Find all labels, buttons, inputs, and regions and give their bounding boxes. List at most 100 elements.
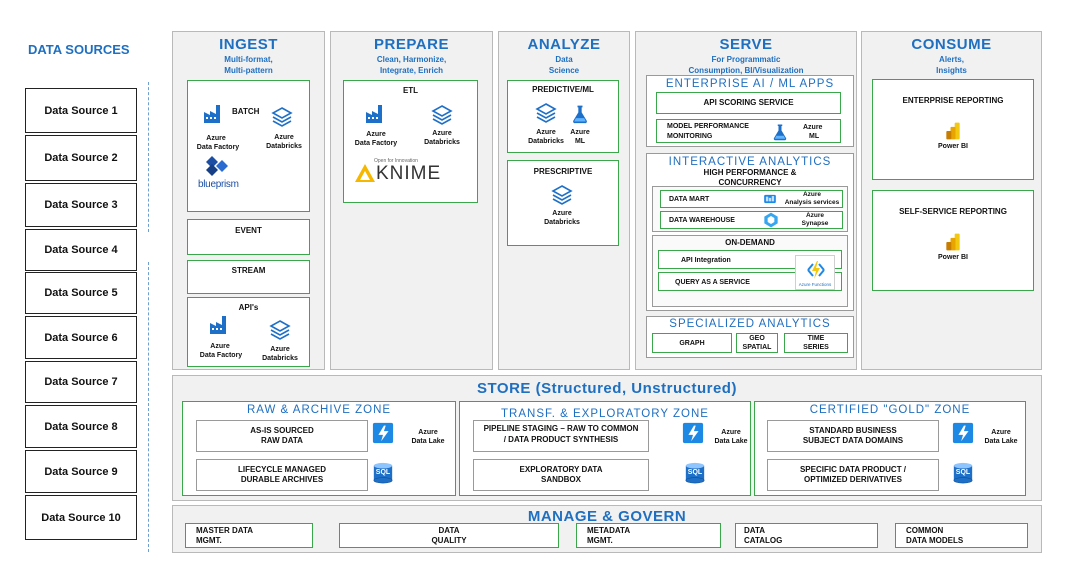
consume-subtitle-2: Insights: [936, 66, 967, 75]
serve-subtitle-2: Consumption, BI/Visualization: [688, 66, 804, 75]
data-source-box: Data Source 2: [25, 135, 137, 181]
analyze-title: ANALYZE: [527, 36, 601, 53]
model-performance-box: MODEL PERFORMANCE MONITORING Azure ML: [656, 119, 841, 143]
model-perf-label-1: MODEL PERFORMANCE: [667, 123, 749, 130]
predictive-dbx-label-2: Databricks: [528, 138, 564, 145]
on-demand-label: ON-DEMAND: [725, 238, 775, 247]
govern-item-label-2: CATALOG: [744, 536, 783, 545]
model-perf-ml-label-1: Azure: [803, 124, 823, 131]
predictive-label: PREDICTIVE/ML: [532, 85, 594, 94]
apis-dbx-label-2: Databricks: [262, 355, 298, 362]
analyze-subtitle-1: Data: [555, 55, 573, 64]
serve-subtitle-1: For Programmatic: [711, 55, 781, 64]
azure-functions-tile: Azure Functions: [795, 255, 835, 290]
synapse-label-2: Synapse: [801, 220, 829, 227]
geo-label-2: SPATIAL: [742, 344, 772, 351]
specific-data-product-box: SPECIFIC DATA PRODUCT /OPTIMIZED DERIVAT…: [767, 459, 939, 491]
prescriptive-dbx-label-2: Databricks: [544, 219, 580, 226]
high-perf-label-1: HIGH PERFORMANCE &: [703, 168, 797, 177]
sandbox-label-2: SANDBOX: [540, 475, 581, 484]
api-integration-label: API Integration: [681, 257, 731, 264]
azure-functions-label: Azure Functions: [798, 282, 832, 287]
raw-lake-label-2: Data Lake: [411, 438, 445, 445]
data-mart-label: DATA MART: [669, 196, 710, 203]
govern-item-label-1: COMMON: [906, 526, 944, 535]
apis-adf-label-1: Azure: [210, 343, 230, 350]
model-perf-ml-label-2: ML: [809, 133, 820, 140]
azure-data-lake-icon: [952, 422, 974, 444]
power-bi-icon: [943, 231, 963, 253]
gold-sql-label: SQL: [955, 469, 971, 476]
raw-sql-label: SQL: [375, 469, 391, 476]
transf-lake-label-2: Data Lake: [714, 438, 748, 445]
self-service-powerbi-label: Power BI: [938, 254, 968, 261]
data-source-box: Data Source 6: [25, 316, 137, 359]
self-service-label: SELF-SERVICE REPORTING: [899, 207, 1007, 216]
data-source-box: Data Source 9: [25, 450, 137, 493]
graph-box: GRAPH: [652, 333, 732, 353]
batch-adf-label-1: Azure: [206, 135, 226, 142]
data-warehouse-box: DATA WAREHOUSE Azure Synapse: [660, 211, 843, 229]
predictive-dbx-label-1: Azure: [536, 129, 556, 136]
pipeline-label-1: PIPELINE STAGING – RAW TO COMMON: [483, 424, 639, 433]
apis-dbx-label-1: Azure: [270, 346, 290, 353]
analysis-services-label-2: Analysis services: [784, 199, 840, 206]
gold-lake-label-2: Data Lake: [984, 438, 1018, 445]
apis-adf-label-2: Data Factory: [199, 352, 243, 359]
geo-spatial-box: GEO SPATIAL: [736, 333, 778, 353]
data-source-box: Data Source 5: [25, 272, 137, 314]
serve-title: SERVE: [719, 36, 773, 53]
transf-zone-title: TRANSF. & EXPLORATORY ZONE: [501, 408, 709, 420]
as-is-label-1: AS-IS SOURCED: [250, 426, 314, 435]
knime-logo-icon: [355, 164, 375, 182]
govern-item-label-2: MGMT.: [196, 536, 222, 545]
transf-sql-label: SQL: [687, 469, 703, 476]
blueprism-logo-icon: [206, 156, 228, 176]
govern-item-label-1: METADATA: [587, 526, 631, 535]
interactive-analytics-title: INTERACTIVE ANALYTICS: [668, 156, 832, 168]
specialized-analytics-title: SPECIALIZED ANALYTICS: [669, 318, 831, 330]
api-scoring-service-box: API SCORING SERVICE: [656, 92, 841, 114]
azure-data-lake-icon: [372, 422, 394, 444]
ingest-title: INGEST: [219, 36, 278, 53]
data-source-box: Data Source 10: [25, 495, 137, 540]
batch-label: BATCH: [232, 107, 260, 116]
azure-databricks-icon: [268, 318, 292, 342]
pipeline-staging-box: PIPELINE STAGING – RAW TO COMMON / DATA …: [473, 420, 649, 452]
blueprism-logo-text: blueprism: [198, 179, 239, 190]
analysis-services-icon: [761, 192, 779, 206]
specific-label-1: SPECIFIC DATA PRODUCT /: [799, 465, 907, 474]
time-label-2: SERIES: [803, 344, 829, 351]
model-perf-label-2: MONITORING: [667, 133, 713, 140]
enterprise-ai-ml-title: ENTERPRISE AI / ML APPS: [665, 78, 835, 90]
govern-item-label-2: MGMT.: [587, 536, 613, 545]
prescriptive-dbx-label-1: Azure: [552, 210, 572, 217]
standard-label-1: STANDARD BUSINESS: [809, 426, 897, 435]
azure-databricks-icon: [270, 105, 294, 129]
gold-zone-title: CERTIFIED "GOLD" ZONE: [809, 404, 971, 416]
azure-data-factory-icon: [364, 101, 388, 125]
prescriptive-label: PRESCRIPTIVE: [533, 167, 593, 176]
azure-synapse-icon: [763, 212, 779, 228]
geo-label-1: GEO: [749, 335, 765, 342]
data-source-box: Data Source 4: [25, 229, 137, 271]
analysis-services-label-1: Azure: [802, 191, 822, 198]
enterprise-powerbi-label: Power BI: [938, 143, 968, 150]
apis-label: API's: [238, 303, 259, 312]
azure-data-factory-icon: [208, 312, 232, 336]
azure-databricks-icon: [534, 101, 558, 125]
batch-adf-label-2: Data Factory: [196, 144, 240, 151]
azure-data-lake-icon: [682, 422, 704, 444]
data-source-box: Data Source 7: [25, 361, 137, 403]
prepare-title: PREPARE: [374, 36, 449, 53]
govern-item-label-2: QUALITY: [431, 536, 467, 545]
analyze-predictive-box: PREDICTIVE/ML Azure Databricks Azure ML: [507, 80, 619, 153]
consume-subtitle-1: Alerts,: [939, 55, 964, 64]
ingest-subtitle-1: Multi-format,: [224, 55, 273, 64]
source-bracket-top: [148, 82, 149, 232]
